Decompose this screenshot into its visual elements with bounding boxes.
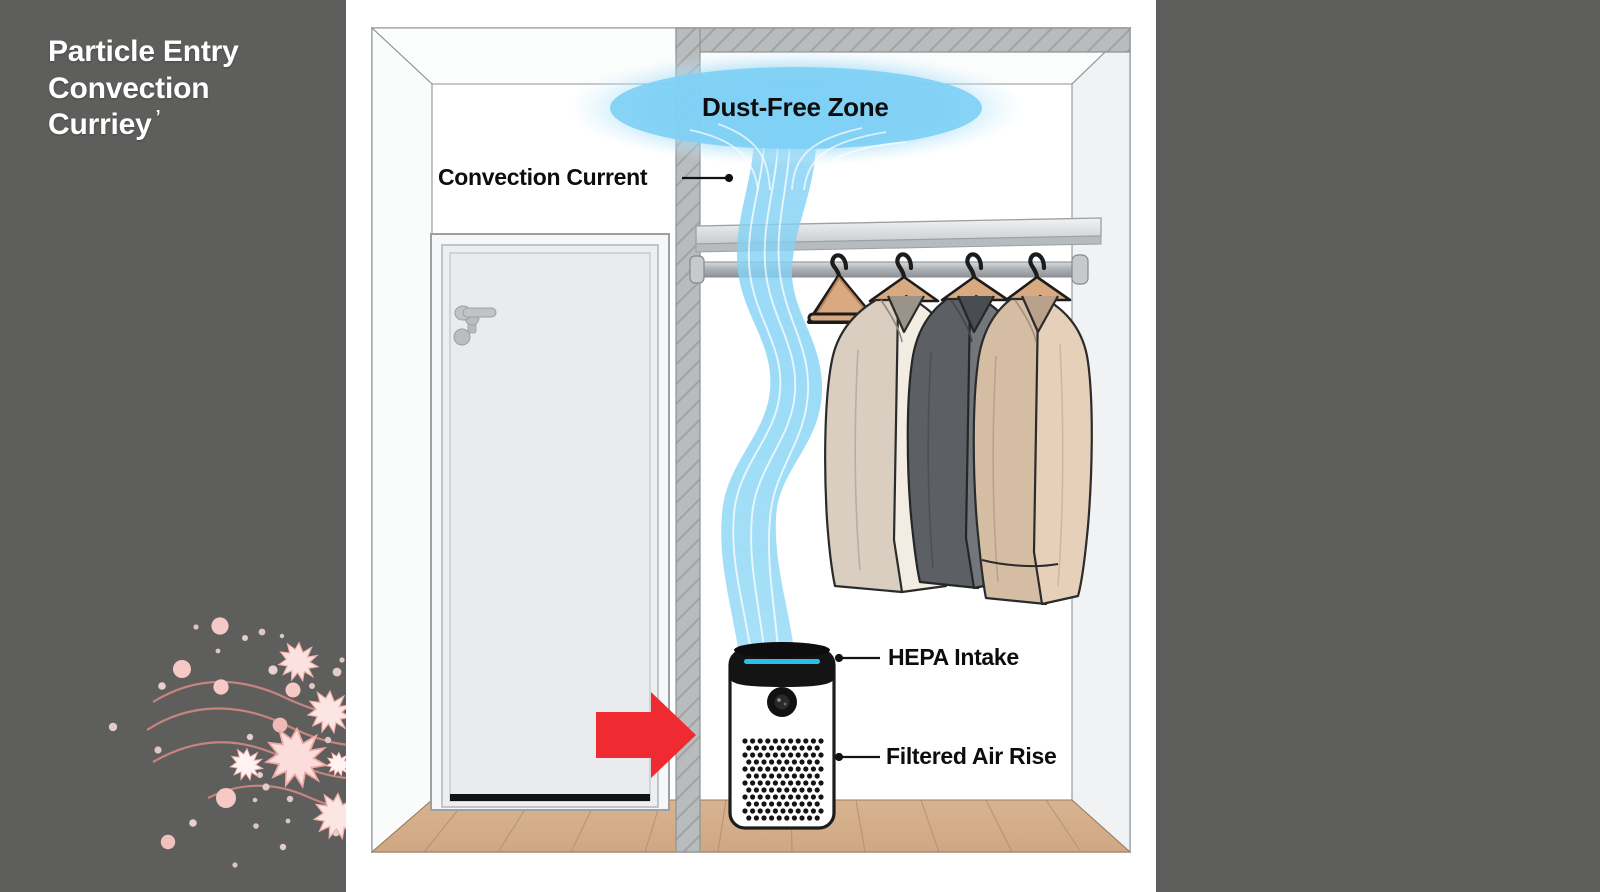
label-filtered-air-rise: Filtered Air Rise — [886, 743, 1057, 769]
purifier-vent-light — [744, 659, 820, 664]
label-convection-current: Convection Current — [438, 164, 648, 190]
perforated-mesh-grille — [742, 738, 824, 821]
label-hepa-intake: HEPA Intake — [888, 644, 1019, 670]
particle-dots — [108, 617, 376, 868]
leader-filtered-air-rise — [834, 752, 880, 762]
under-door-gap — [450, 794, 650, 801]
hatched-gray-beam — [675, 27, 1131, 53]
closet-door[interactable] — [430, 233, 670, 811]
rod-end-cap — [1071, 254, 1089, 285]
title-line-3-wrap: Curriey’ — [48, 107, 328, 144]
title-line-2: Convection — [48, 71, 210, 105]
title-apostrophe: ’ — [155, 107, 161, 128]
hepa-air-purifier[interactable] — [728, 642, 836, 830]
airborne-particle-field — [90, 590, 420, 880]
leader-hepa-intake — [834, 653, 880, 663]
circular-display[interactable] — [767, 687, 797, 717]
convection-airflow-column — [721, 140, 823, 650]
title-line-3: Curriey — [48, 108, 152, 142]
hatched-gray-vertical-post — [675, 27, 701, 853]
title-line-1: Particle Entry — [48, 35, 239, 68]
rod-end-cap-left — [689, 255, 705, 284]
callout-leader-lines — [682, 173, 880, 762]
dust-free-zone-cloud — [566, 50, 1026, 193]
illustration-panel — [346, 0, 1156, 892]
hanger-garment-tan[interactable] — [972, 252, 1093, 606]
page-title: Particle Entry Convection Curriey’ — [48, 34, 328, 144]
particle-entry-arrow — [596, 692, 696, 778]
leader-convection-current — [682, 173, 734, 183]
door-hardware[interactable] — [453, 305, 497, 346]
label-dust-free-zone: Dust-Free Zone — [702, 92, 889, 122]
